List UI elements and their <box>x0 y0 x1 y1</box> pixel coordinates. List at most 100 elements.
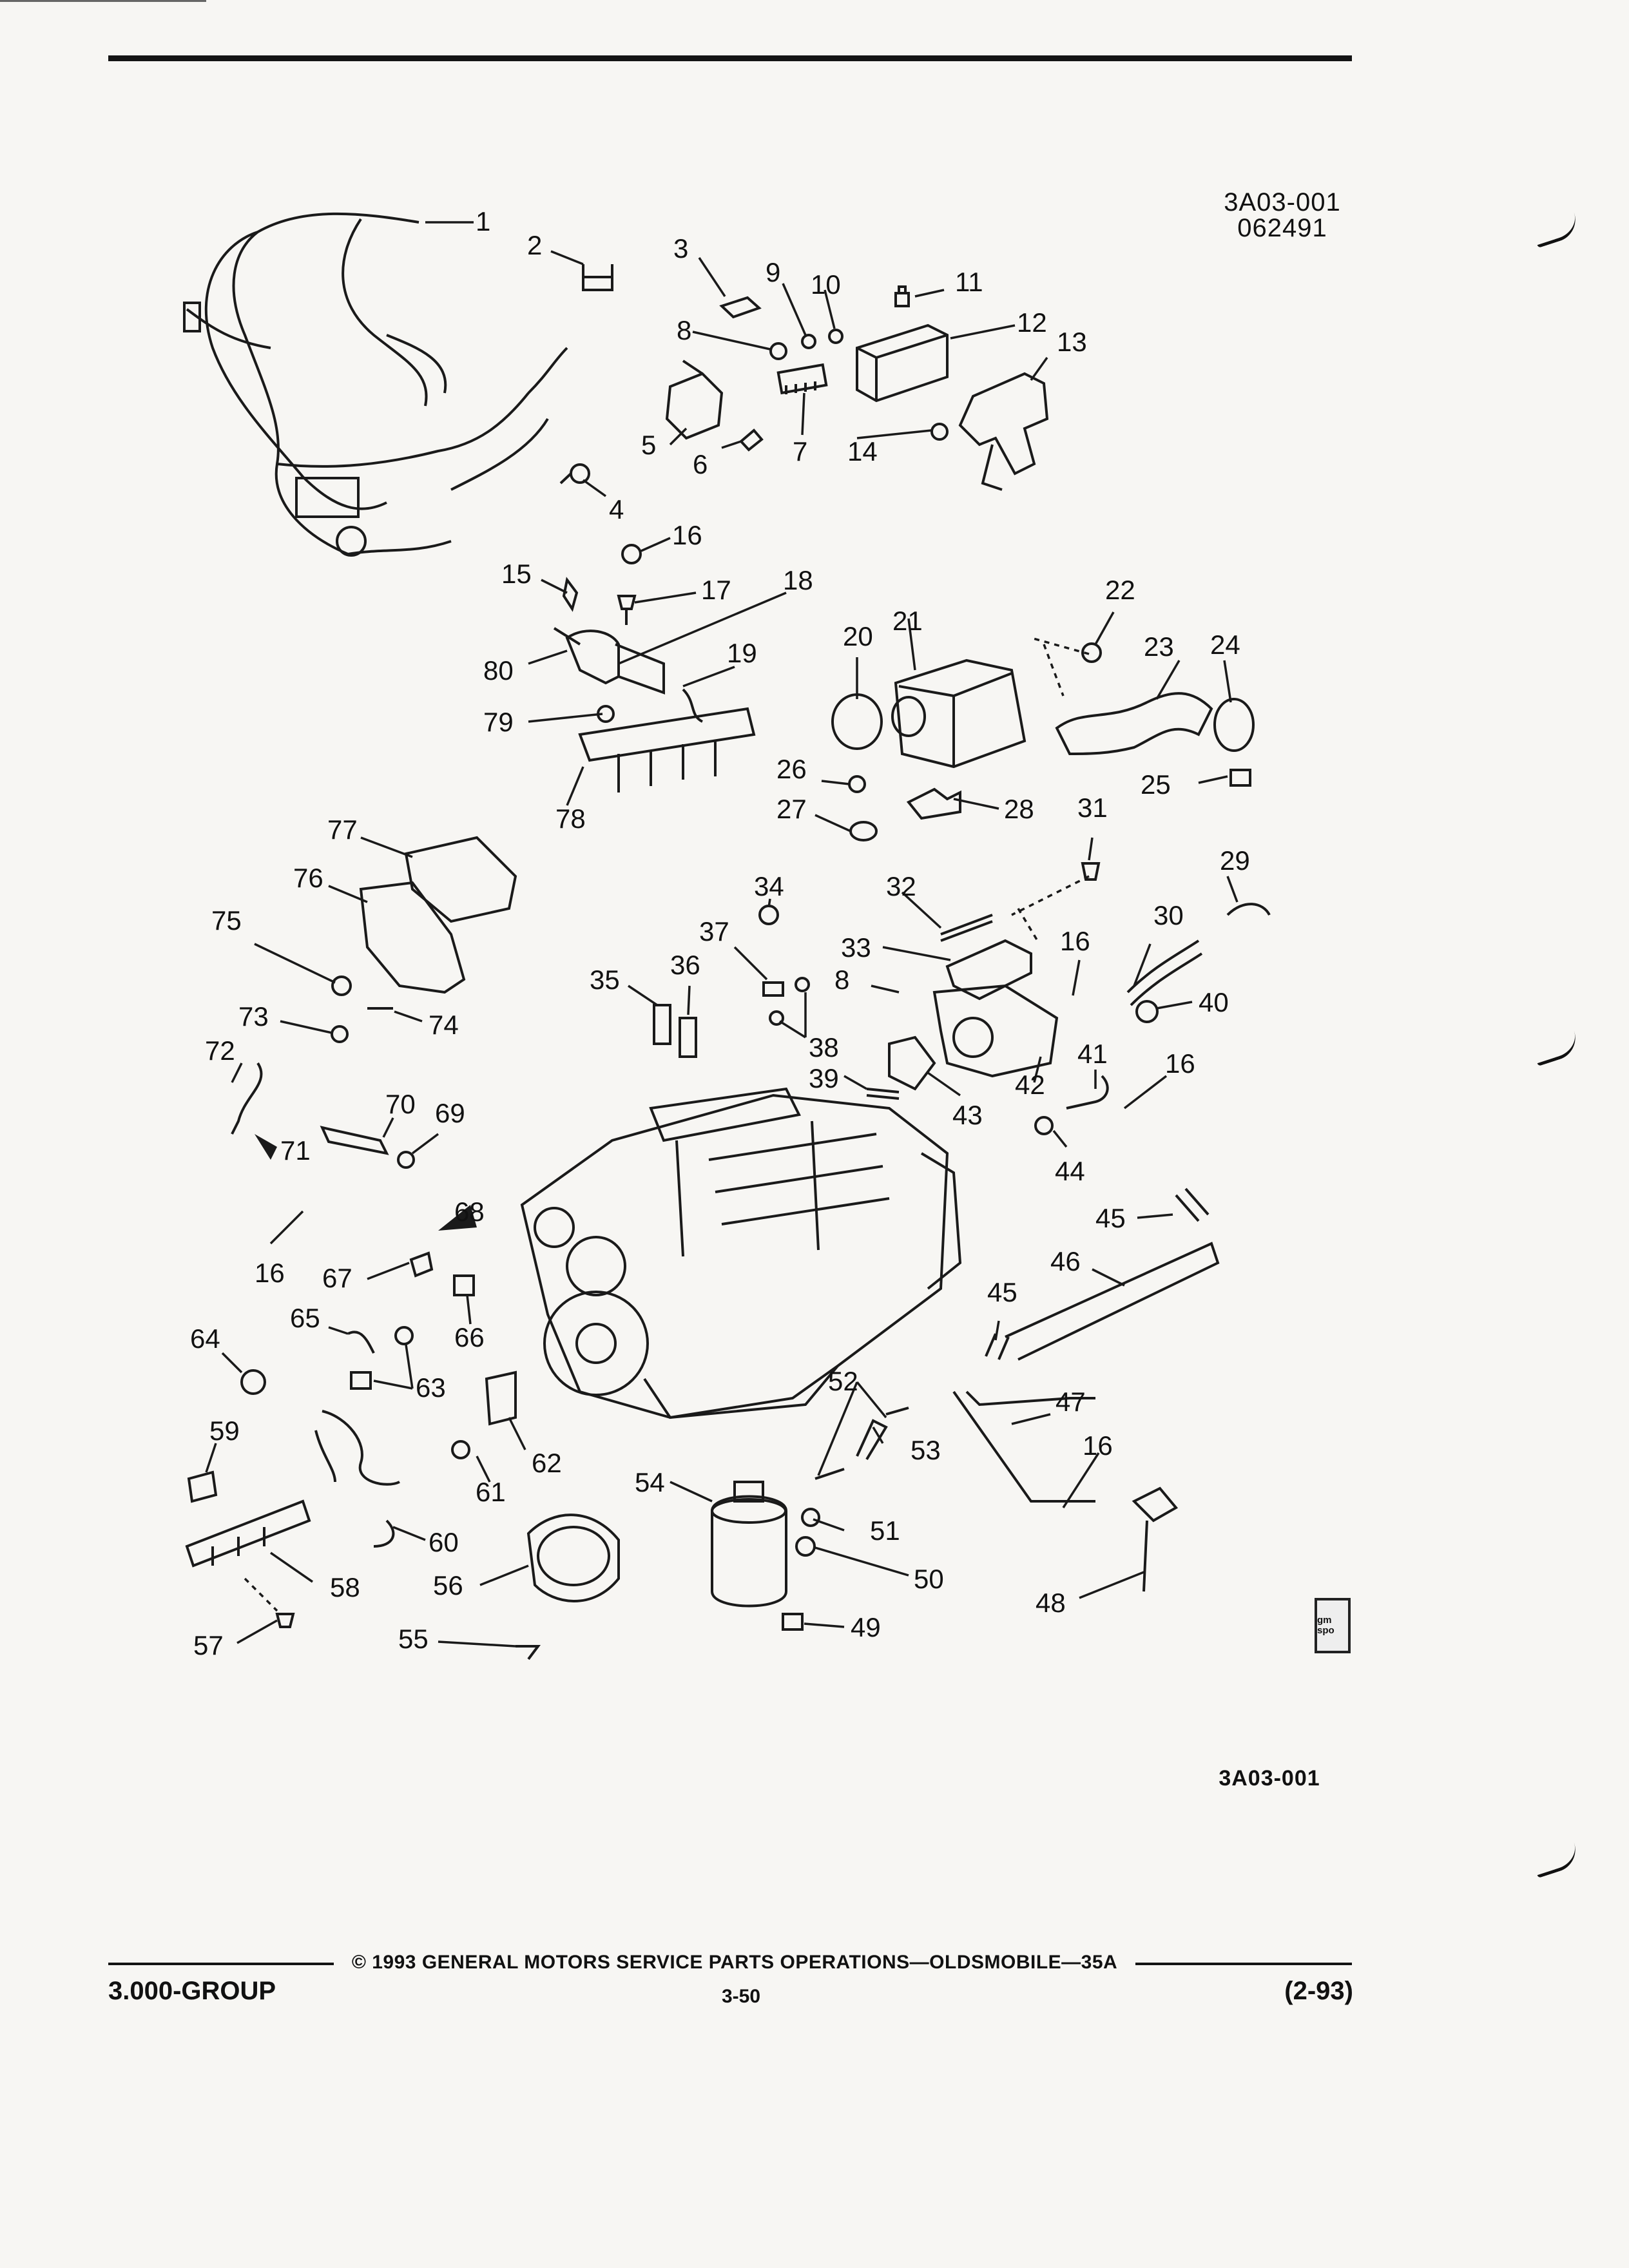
callout-62: 62 <box>532 1448 562 1478</box>
callout-37: 37 <box>699 916 729 947</box>
callout-50: 50 <box>914 1564 944 1594</box>
gm-spo-logo-text: gm spo <box>1317 1615 1335 1636</box>
callout-72: 72 <box>205 1035 235 1066</box>
footer-section: 3.000-GROUP <box>108 1977 276 2005</box>
callout-8b: 8 <box>834 965 849 995</box>
callout-67: 67 <box>322 1263 352 1293</box>
footer-page-number: 3-50 <box>721 1986 761 2007</box>
callout-61: 61 <box>476 1477 506 1507</box>
callout-9: 9 <box>766 257 780 287</box>
callout-47: 47 <box>1055 1387 1086 1417</box>
callout-80: 80 <box>483 655 514 686</box>
footer-copyright: © 1993 GENERAL MOTORS SERVICE PARTS OPER… <box>351 1952 1118 1973</box>
callout-45b: 45 <box>987 1277 1017 1307</box>
header-rule <box>108 55 1352 61</box>
callout-5: 5 <box>641 430 656 460</box>
callout-43: 43 <box>952 1100 983 1130</box>
callout-39: 39 <box>809 1063 839 1093</box>
callout-29: 29 <box>1220 845 1250 876</box>
callout-75: 75 <box>211 905 242 936</box>
callout-2: 2 <box>527 230 542 260</box>
callout-36: 36 <box>670 950 700 980</box>
callout-41: 41 <box>1077 1039 1108 1069</box>
callout-78: 78 <box>555 803 586 834</box>
callout-13: 13 <box>1057 327 1087 357</box>
scan-corner-line <box>0 0 206 2</box>
callout-16d: 16 <box>1083 1430 1113 1461</box>
callout-35: 35 <box>590 965 620 995</box>
illustration-code: 3A03-001 <box>1224 188 1341 216</box>
callout-69: 69 <box>435 1098 465 1128</box>
callout-48: 48 <box>1036 1588 1066 1618</box>
callout-49: 49 <box>851 1612 881 1642</box>
engine-assembly <box>520 1087 962 1419</box>
callout-10: 10 <box>811 269 841 300</box>
figure-code: 3A03-001 <box>1219 1766 1320 1791</box>
callout-11: 11 <box>955 267 983 297</box>
part-drawings <box>183 212 1271 1660</box>
callout-18: 18 <box>783 565 813 595</box>
callout-68: 68 <box>454 1196 485 1227</box>
callout-56: 56 <box>433 1570 463 1600</box>
callout-73: 73 <box>238 1001 269 1032</box>
callout-4: 4 <box>609 494 624 524</box>
callout-20: 20 <box>843 621 873 651</box>
illustration-date: 062491 <box>1237 214 1327 242</box>
callout-14: 14 <box>847 436 878 466</box>
callout-16c: 16 <box>1165 1048 1195 1079</box>
callout-3: 3 <box>673 233 688 264</box>
footer-rule-left <box>108 1963 334 1965</box>
callout-40: 40 <box>1199 987 1229 1017</box>
callout-60: 60 <box>429 1527 459 1557</box>
callout-55: 55 <box>398 1624 429 1654</box>
callout-19: 19 <box>727 638 757 668</box>
callout-labels: 1 2 3 4 5 6 7 8 9 10 11 12 13 14 15 16 1… <box>190 206 1250 1660</box>
callout-28: 28 <box>1004 794 1034 824</box>
leader-lines <box>205 221 1239 1648</box>
callout-46: 46 <box>1050 1246 1081 1276</box>
callout-32: 32 <box>886 871 916 901</box>
callout-45a: 45 <box>1095 1203 1126 1233</box>
callout-16a: 16 <box>672 520 702 550</box>
callout-42: 42 <box>1015 1070 1045 1100</box>
callout-30: 30 <box>1153 900 1184 930</box>
callout-25: 25 <box>1141 769 1171 800</box>
footer-revision: (2-93) <box>1284 1977 1353 2005</box>
callout-27: 27 <box>776 794 807 824</box>
callout-6: 6 <box>693 449 708 479</box>
callout-22: 22 <box>1105 575 1135 605</box>
callout-54: 54 <box>635 1467 665 1497</box>
callout-52: 52 <box>828 1366 858 1396</box>
gm-spo-logo: gm spo <box>1315 1598 1351 1653</box>
callout-38: 38 <box>809 1032 839 1062</box>
footer-rule-right <box>1135 1963 1352 1965</box>
callout-15: 15 <box>501 559 532 589</box>
callout-21: 21 <box>892 606 923 636</box>
callout-23: 23 <box>1144 631 1174 662</box>
callout-8: 8 <box>677 315 691 345</box>
callout-58: 58 <box>330 1572 360 1602</box>
callout-65: 65 <box>290 1303 320 1333</box>
callout-64: 64 <box>190 1323 220 1354</box>
callout-7: 7 <box>793 436 807 466</box>
callout-76: 76 <box>293 863 323 893</box>
callout-63: 63 <box>416 1372 446 1403</box>
callout-66: 66 <box>454 1322 485 1352</box>
callout-16b: 16 <box>1060 926 1090 956</box>
callout-33: 33 <box>841 932 871 963</box>
callout-26: 26 <box>776 754 807 784</box>
callout-17: 17 <box>701 575 731 605</box>
callout-34: 34 <box>754 871 784 901</box>
callout-79: 79 <box>483 707 514 737</box>
callout-24: 24 <box>1210 629 1240 660</box>
callout-31: 31 <box>1077 793 1108 823</box>
callout-71: 71 <box>280 1135 311 1166</box>
callout-51: 51 <box>870 1515 900 1546</box>
callout-53: 53 <box>911 1435 941 1465</box>
callout-16e: 16 <box>255 1258 285 1288</box>
callout-1: 1 <box>476 206 490 236</box>
callout-70: 70 <box>385 1089 416 1119</box>
callout-59: 59 <box>209 1416 240 1446</box>
callout-74: 74 <box>429 1010 459 1040</box>
